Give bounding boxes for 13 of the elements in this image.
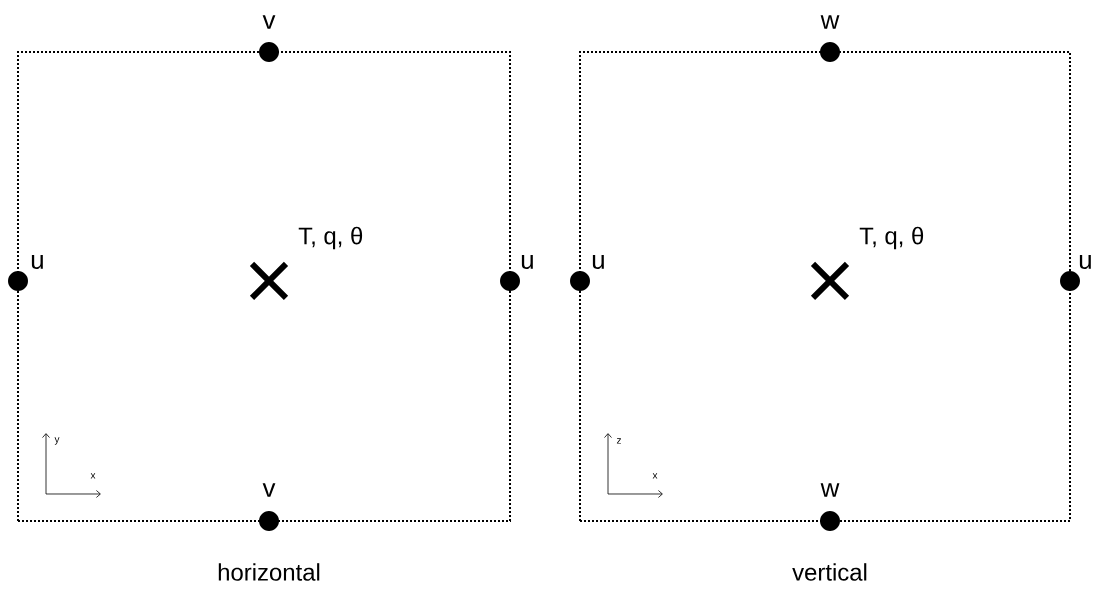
variable-label: T, q, θ: [859, 226, 924, 250]
axis-label: z: [616, 438, 621, 444]
axis-label: x: [652, 473, 658, 479]
panel-caption: vertical: [792, 563, 867, 581]
variable-label: w: [820, 483, 840, 497]
axis-label: y: [54, 437, 60, 445]
variable-label: T, q, θ: [298, 226, 363, 250]
panel-caption: horizontal: [218, 563, 320, 581]
axis-label: x: [90, 473, 96, 479]
variable-label: u: [31, 255, 43, 269]
variable-label: u: [521, 255, 533, 269]
variable-label: v: [262, 483, 276, 497]
variable-label: u: [592, 255, 604, 269]
